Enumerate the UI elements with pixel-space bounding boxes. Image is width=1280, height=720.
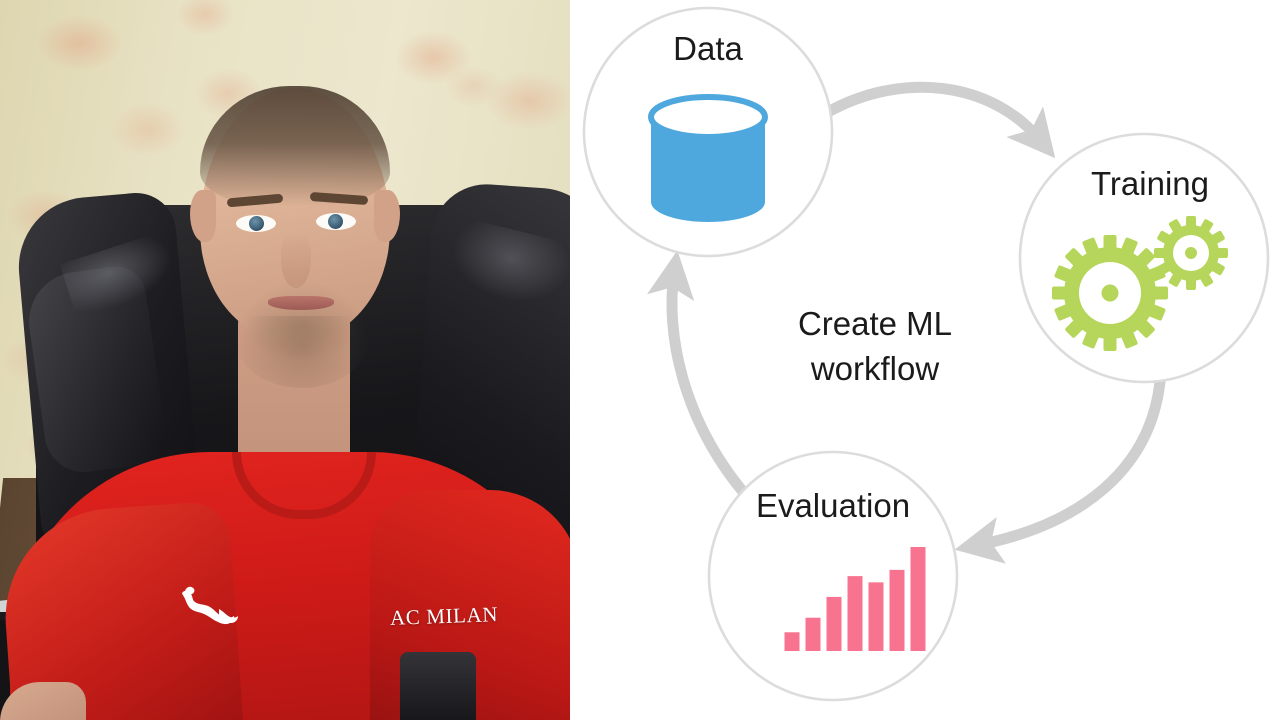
person-mouth: [268, 296, 334, 310]
arrow-data-to-training: [822, 81, 1056, 159]
webcam-video-panel: AC MILAN: [0, 0, 570, 720]
node-data[interactable]: Data: [582, 6, 834, 258]
person-ear-left: [190, 190, 216, 242]
bar-3: [826, 596, 842, 651]
ac-milan-text: AC MILAN: [389, 602, 499, 630]
node-evaluation-label: Evaluation: [756, 487, 910, 524]
node-data-label: Data: [673, 30, 743, 67]
center-caption-line-2: workflow: [810, 350, 940, 387]
microphone: [400, 652, 476, 720]
arrow-training-to-evaluation: [954, 376, 1166, 564]
person-iris-right: [328, 214, 343, 229]
diagram-canvas: Data Training: [582, 6, 1270, 702]
node-evaluation[interactable]: Evaluation: [707, 450, 959, 702]
ml-workflow-diagram: Data Training: [570, 0, 1280, 720]
bar-2: [805, 617, 821, 651]
node-training[interactable]: Training: [1018, 132, 1270, 384]
center-caption: Create ML workflow: [798, 305, 952, 387]
gears-icon: [1052, 216, 1228, 351]
puma-logo-icon: [178, 585, 242, 629]
node-training-label: Training: [1091, 165, 1209, 202]
bar-7: [910, 547, 926, 651]
bar-4: [847, 576, 863, 651]
bar-chart-icon: [784, 547, 926, 651]
database-cylinder-icon: [648, 94, 768, 222]
person-ear-right: [374, 190, 400, 242]
arrow-evaluation-to-data: [647, 250, 756, 506]
person-iris-left: [249, 216, 264, 231]
center-caption-line-1: Create ML: [798, 305, 952, 342]
person-hair: [200, 86, 390, 206]
bar-1: [784, 632, 800, 651]
person-nose: [281, 232, 311, 288]
bar-5: [868, 582, 884, 651]
person-chin-shadow: [245, 316, 357, 362]
bar-6: [889, 569, 905, 651]
